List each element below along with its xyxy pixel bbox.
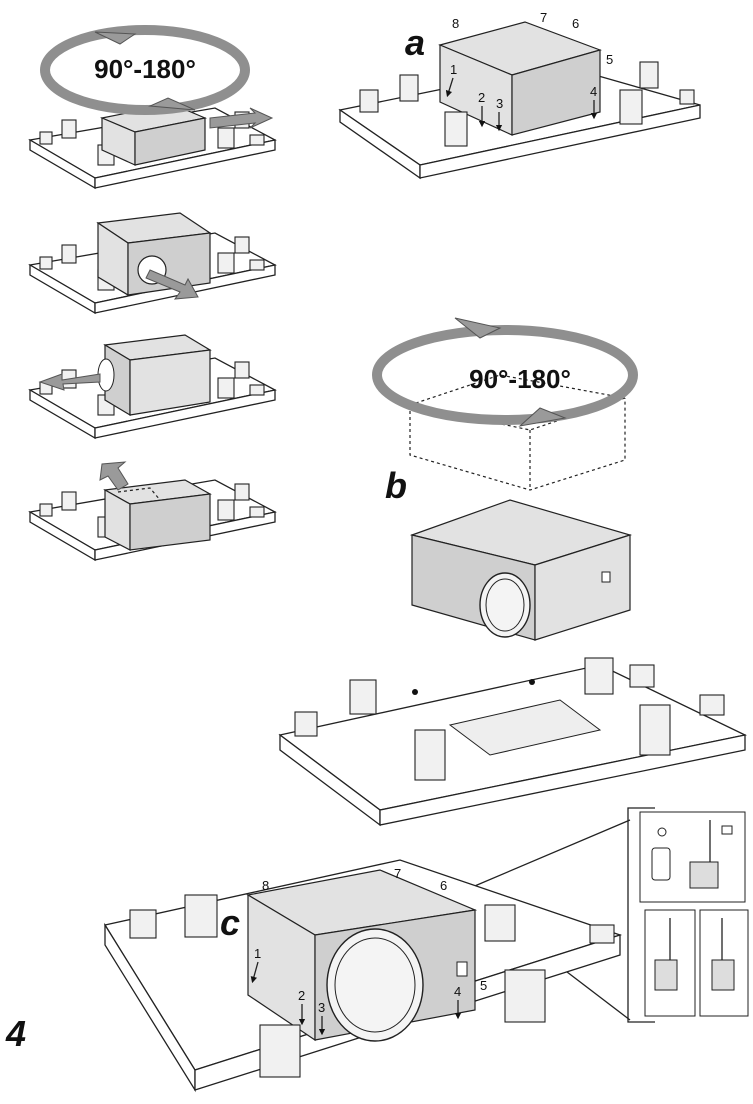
up-arrow bbox=[100, 462, 128, 490]
svg-text:3: 3 bbox=[318, 1000, 325, 1015]
duct-ring-b bbox=[480, 573, 530, 637]
svg-text:7: 7 bbox=[394, 866, 401, 881]
left-step-2 bbox=[30, 213, 275, 313]
svg-text:4: 4 bbox=[454, 984, 461, 999]
svg-text:4: 4 bbox=[590, 84, 597, 99]
svg-text:8: 8 bbox=[262, 878, 269, 893]
svg-text:2: 2 bbox=[298, 988, 305, 1003]
step-label-b: b bbox=[385, 465, 407, 506]
left-step-rotate: 90°-180° bbox=[30, 30, 275, 188]
step-label-a: a bbox=[405, 22, 425, 63]
svg-text:6: 6 bbox=[440, 878, 447, 893]
rotation-label-b: 90°-180° bbox=[469, 364, 571, 394]
left-step-3 bbox=[30, 335, 275, 438]
step-c: c 8 7 6 5 1 2 3 4 bbox=[105, 860, 620, 1090]
svg-text:7: 7 bbox=[540, 10, 547, 25]
rotation-label: 90°-180° bbox=[94, 54, 196, 84]
svg-text:8: 8 bbox=[452, 16, 459, 31]
left-step-4 bbox=[30, 462, 275, 560]
svg-text:5: 5 bbox=[606, 52, 613, 67]
svg-text:2: 2 bbox=[478, 90, 485, 105]
svg-text:3: 3 bbox=[496, 96, 503, 111]
svg-text:5: 5 bbox=[480, 978, 487, 993]
svg-text:6: 6 bbox=[572, 16, 579, 31]
step-b: 90°-180° b bbox=[280, 318, 745, 825]
figure-number: 4 bbox=[5, 1013, 26, 1054]
svg-text:1: 1 bbox=[450, 62, 457, 77]
step-label-c: c bbox=[220, 902, 240, 943]
svg-text:1: 1 bbox=[254, 946, 261, 961]
step-a: a 8 7 6 5 1 2 3 4 bbox=[340, 10, 700, 178]
